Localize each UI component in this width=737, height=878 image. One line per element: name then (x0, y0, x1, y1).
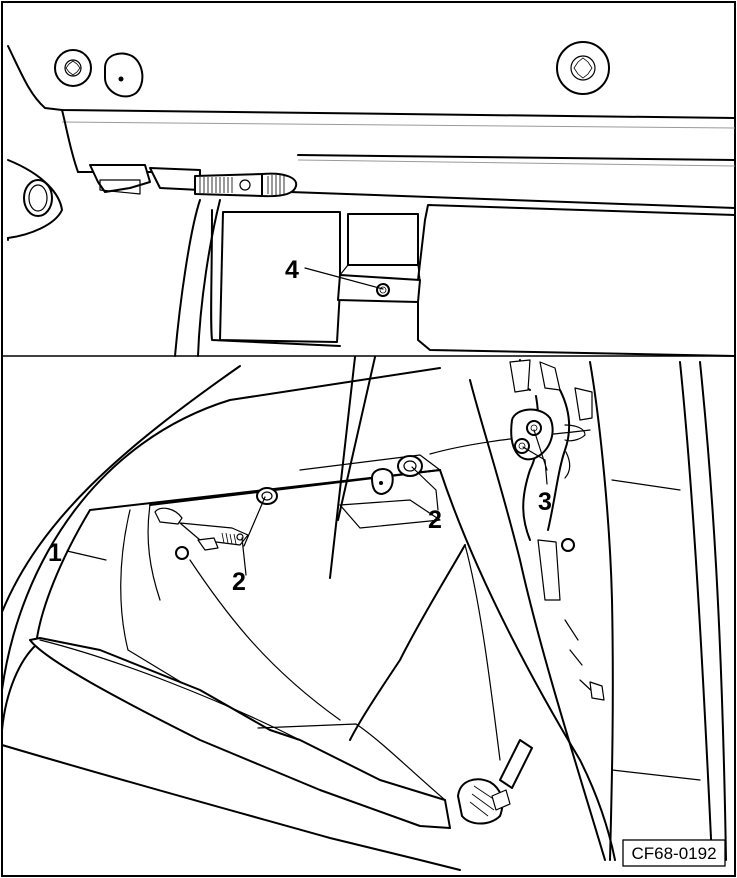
dash-top-edge (7, 45, 736, 119)
lower-latch (154, 507, 249, 560)
figure-code-box: CF68-0192 (622, 839, 726, 867)
latch-clip (89, 164, 201, 195)
ribbed-release-lever (194, 172, 298, 198)
bracket-screw-4 (337, 213, 421, 303)
figure-code: CF68-0192 (631, 844, 716, 863)
hinge-strap (509, 359, 605, 701)
callout-2-right: 2 (428, 506, 442, 534)
detail-pointer-right (337, 356, 376, 521)
side-hole (23, 179, 53, 217)
callout-4: 4 (285, 256, 299, 284)
plug-center (371, 468, 394, 495)
torx-screw-top-right (556, 41, 610, 95)
detail-pointer-left (329, 356, 356, 579)
upper-panel-right (417, 204, 736, 357)
upper-panel-left (219, 211, 341, 343)
lower-main-view: 1 2 2 3 (1, 356, 727, 871)
leader-4 (304, 267, 384, 290)
torx-screw-top-left (54, 49, 92, 87)
strap-bottom (457, 739, 533, 825)
leader-1 (66, 550, 107, 561)
leader-2b (411, 466, 439, 511)
upper-detail-view: 4 (7, 41, 736, 357)
leader-3 (522, 446, 548, 485)
callout-1: 1 (48, 539, 62, 567)
lid-outer-arc (1, 365, 241, 613)
callout-2-left: 2 (232, 568, 246, 596)
leader-2a (241, 537, 247, 576)
screw-2-left (256, 487, 278, 505)
plug-top-left (104, 52, 144, 98)
center-clip (339, 499, 441, 529)
callout-3: 3 (538, 488, 552, 516)
lid-inner-arc (1, 367, 441, 691)
glovebox-floor (29, 637, 451, 829)
box-right-edge (439, 469, 616, 861)
